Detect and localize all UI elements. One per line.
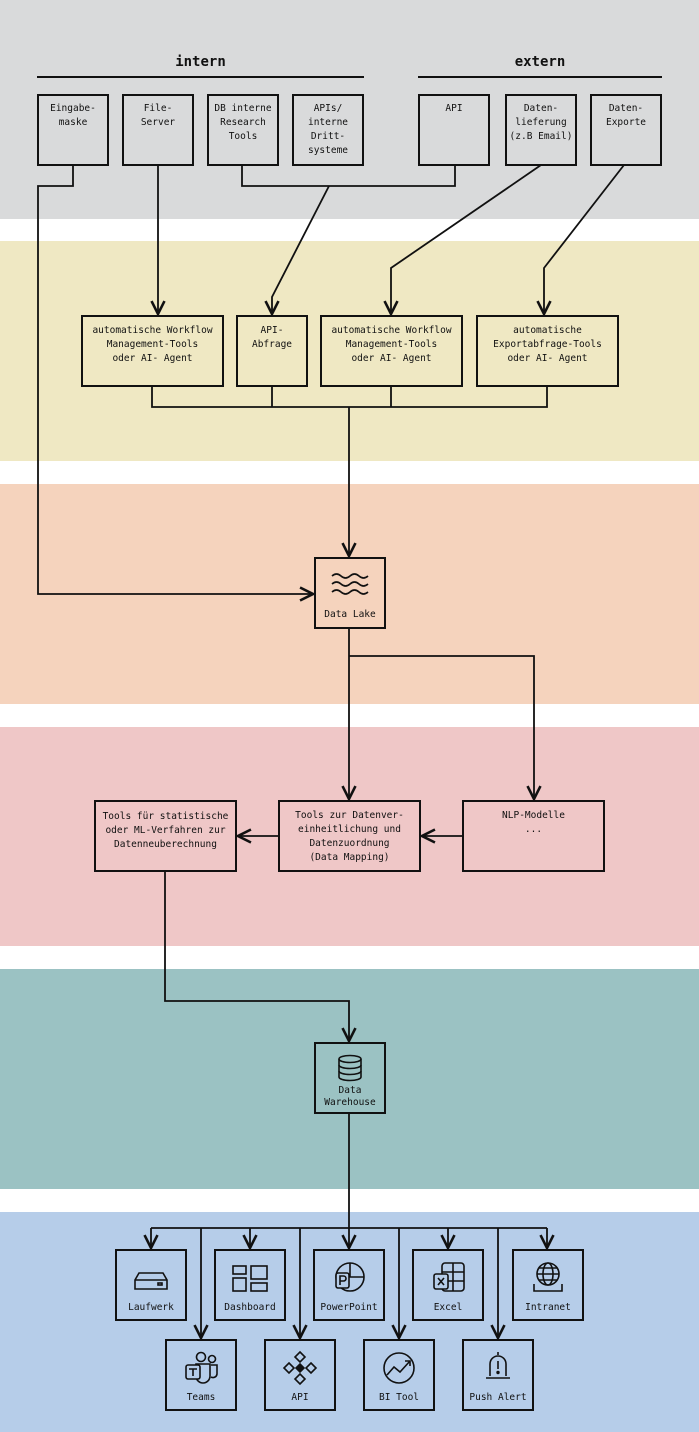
line-ingestion-merge — [151, 386, 548, 408]
output-laufwerk: Laufwerk — [115, 1249, 187, 1321]
line-apis-to-apiabfrage — [272, 185, 330, 314]
output-label: Intranet — [525, 1302, 571, 1313]
intern-heading: intern — [175, 54, 226, 70]
output-dashboard: Dashboard — [214, 1249, 286, 1321]
output-label: Laufwerk — [128, 1302, 174, 1313]
data-lake-label: Data Lake — [324, 609, 376, 620]
ingestion-workflow-2: automatische Workflow Management-Tools o… — [320, 315, 463, 387]
extern-heading: extern — [514, 54, 566, 70]
line-eingabemaske-to-lake — [37, 165, 313, 594]
output-excel: Excel — [412, 1249, 484, 1321]
source-apis-dritt: APIs/ interne Dritt- systeme — [292, 94, 364, 166]
line-db-api-merge — [241, 165, 456, 187]
output-label: BI Tool — [378, 1392, 420, 1403]
excel-icon — [433, 1262, 465, 1292]
drive-icon — [134, 1272, 168, 1290]
source-datenexporte: Daten- Exporte — [590, 94, 662, 166]
waves-icon — [331, 573, 369, 595]
source-datenlieferung: Daten- lieferung (z.B Email) — [505, 94, 577, 166]
database-icon — [338, 1054, 362, 1082]
globe-icon — [533, 1262, 563, 1292]
line-lake-to-nlp — [349, 655, 534, 799]
line-stat-to-warehouse — [164, 872, 349, 1041]
api-icon — [282, 1350, 318, 1386]
chart-icon — [383, 1352, 415, 1384]
intern-rule — [37, 76, 364, 78]
powerpoint-icon — [335, 1262, 365, 1292]
output-label: PowerPoint — [320, 1302, 378, 1313]
output-api: API — [264, 1339, 336, 1411]
source-api-extern: API — [418, 94, 490, 166]
output-push-alert: Push Alert — [462, 1339, 534, 1411]
source-db-research-tools: DB interne Research Tools — [207, 94, 279, 166]
processing-stat-ml-tools: Tools für statistische oder ML-Verfahren… — [94, 800, 237, 872]
output-powerpoint: PowerPoint — [313, 1249, 385, 1321]
output-bi-tool: BI Tool — [363, 1339, 435, 1411]
band-sources — [0, 0, 699, 219]
bell-icon — [486, 1352, 510, 1379]
ingestion-api-abfrage: API- Abfrage — [236, 315, 308, 387]
data-warehouse-box: Data Warehouse — [314, 1042, 386, 1114]
output-teams: Teams — [165, 1339, 237, 1411]
output-intranet: Intranet — [512, 1249, 584, 1321]
data-warehouse-label: Data Warehouse — [324, 1085, 376, 1108]
output-label: Teams — [186, 1392, 216, 1403]
ingestion-workflow-1: automatische Workflow Management-Tools o… — [81, 315, 224, 387]
output-label: Dashboard — [224, 1302, 276, 1313]
data-lake-box: Data Lake — [314, 557, 386, 629]
teams-icon — [185, 1351, 218, 1384]
extern-rule — [418, 76, 662, 78]
output-label: API — [291, 1392, 309, 1403]
line-datenlieferung-to-workflow2 — [391, 164, 542, 314]
processing-data-mapping: Tools zur Datenver- einheitlichung und D… — [278, 800, 421, 872]
source-file-server: File- Server — [122, 94, 194, 166]
processing-nlp: NLP-Modelle ... — [462, 800, 605, 872]
dashboard-icon — [232, 1265, 268, 1292]
line-exporte-to-exportabfrage — [544, 164, 625, 314]
output-label: Push Alert — [469, 1392, 527, 1403]
output-label: Excel — [433, 1302, 463, 1313]
source-eingabemaske: Eingabe- maske — [37, 94, 109, 166]
ingestion-exportabfrage: automatische Exportabfrage-Tools oder AI… — [476, 315, 619, 387]
